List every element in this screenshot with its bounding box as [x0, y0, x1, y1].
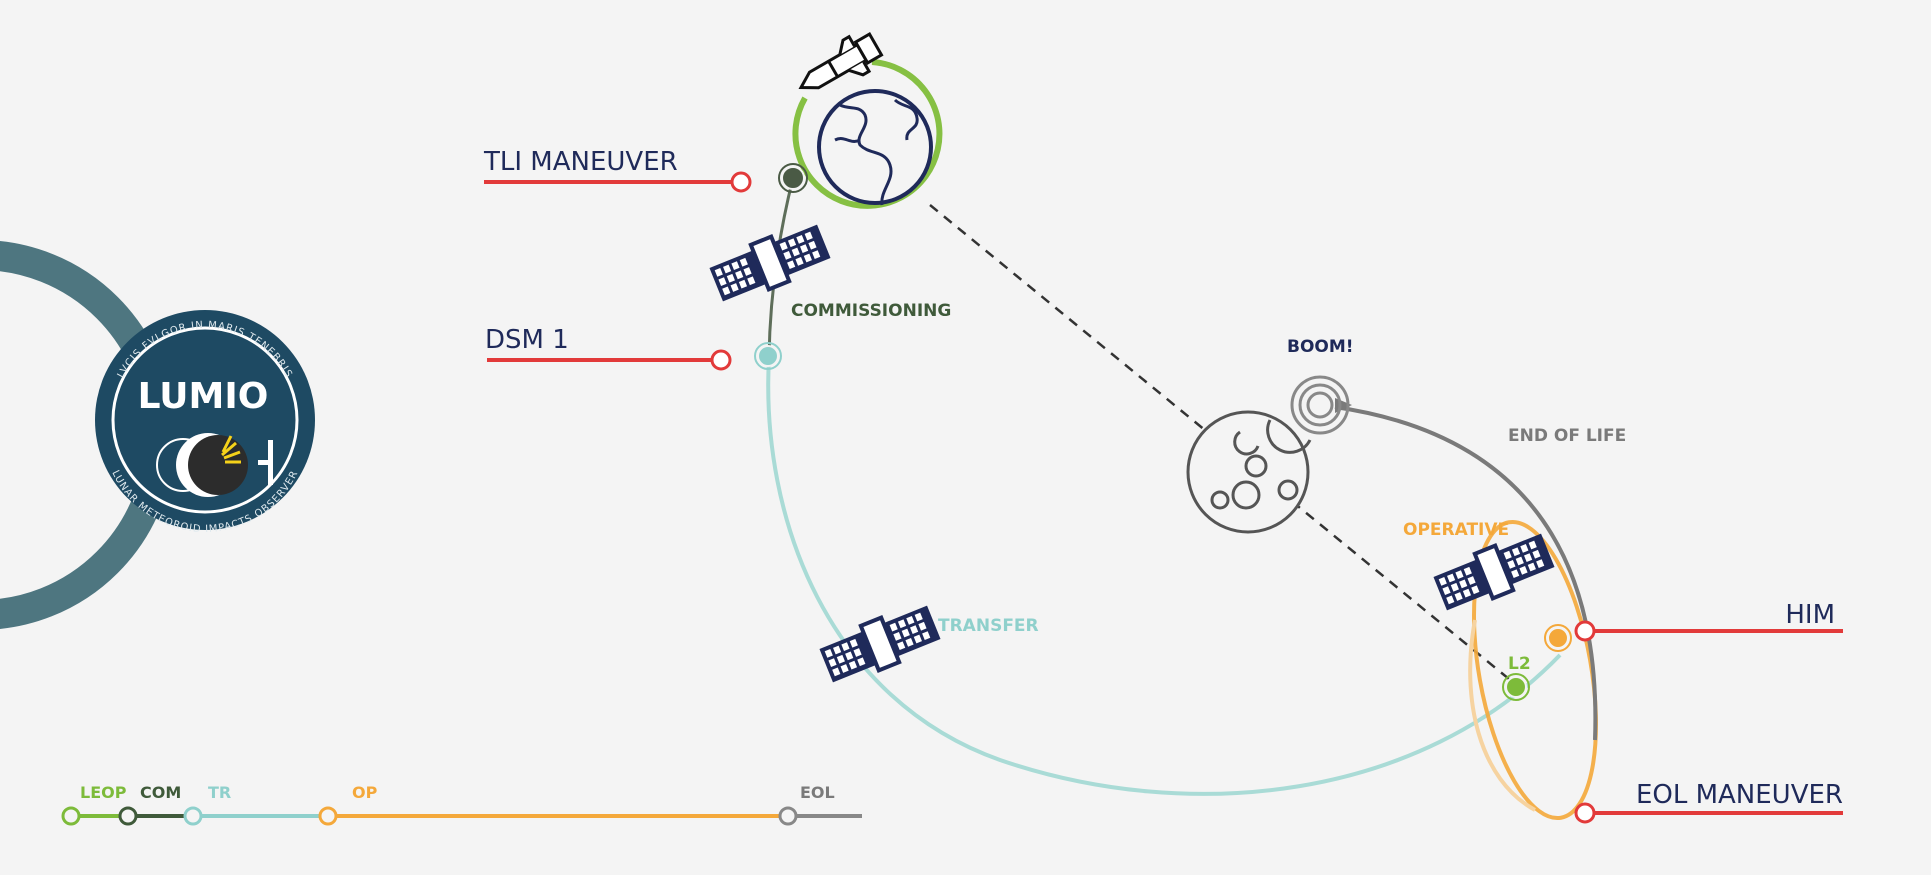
timeline-node-op: [318, 806, 338, 826]
phase-commissioning-label: COMMISSIONING: [791, 301, 951, 321]
maneuver-dsm1-label: DSM 1: [485, 325, 569, 355]
rocket-icon: [798, 32, 884, 90]
l2-node: [1505, 676, 1527, 698]
impact-target-icon: [1290, 375, 1350, 435]
lumio-logo: LVCIS FVLGOR IN MARIS TENEBRIS LUNAR MET…: [95, 310, 315, 535]
l2-label: L2: [1508, 654, 1531, 674]
maneuver-him-label: HIM: [1785, 600, 1835, 630]
satellite-icon-operative: [1429, 526, 1559, 618]
timeline-label-tr: TR: [208, 783, 231, 802]
transfer-node: [757, 345, 779, 367]
maneuver-eol-label: EOL MANEUVER: [1636, 780, 1843, 810]
timeline-label-com: COM: [140, 783, 181, 802]
end-of-life-arc: [1334, 405, 1598, 741]
satellite-icon-transfer: [815, 598, 945, 690]
moon-icon: [1186, 410, 1312, 534]
timeline-node-eol: [778, 806, 798, 826]
timeline-label-eol: EOL: [800, 783, 835, 802]
phase-end-of-life-label: END OF LIFE: [1508, 426, 1626, 446]
phase-transfer-label: TRANSFER: [938, 616, 1039, 636]
timeline-node-tr: [183, 806, 203, 826]
operative-node: [1547, 627, 1569, 649]
maneuver-eol: EOL MANEUVER: [1574, 780, 1843, 824]
maneuver-tli: TLI MANEUVER: [483, 147, 752, 193]
timeline-label-leop: LEOP: [80, 783, 127, 802]
phase-operative-label: OPERATIVE: [1403, 520, 1509, 540]
timeline: LEOP COM TR OP EOL: [61, 783, 862, 826]
transfer-trajectory: [766, 357, 1562, 796]
maneuver-dsm1: DSM 1: [485, 325, 732, 371]
maneuver-tli-label: TLI MANEUVER: [483, 147, 678, 177]
timeline-node-leop: [61, 806, 81, 826]
timeline-label-op: OP: [352, 783, 378, 802]
earth-icon: [817, 89, 933, 206]
satellite-icon-commissioning: [705, 217, 835, 309]
timeline-node-com: [118, 806, 138, 826]
logo-title: LUMIO: [138, 376, 269, 417]
commissioning-node: [781, 166, 805, 190]
maneuver-him: HIM: [1574, 600, 1843, 642]
boom-label: BOOM!: [1287, 337, 1354, 357]
